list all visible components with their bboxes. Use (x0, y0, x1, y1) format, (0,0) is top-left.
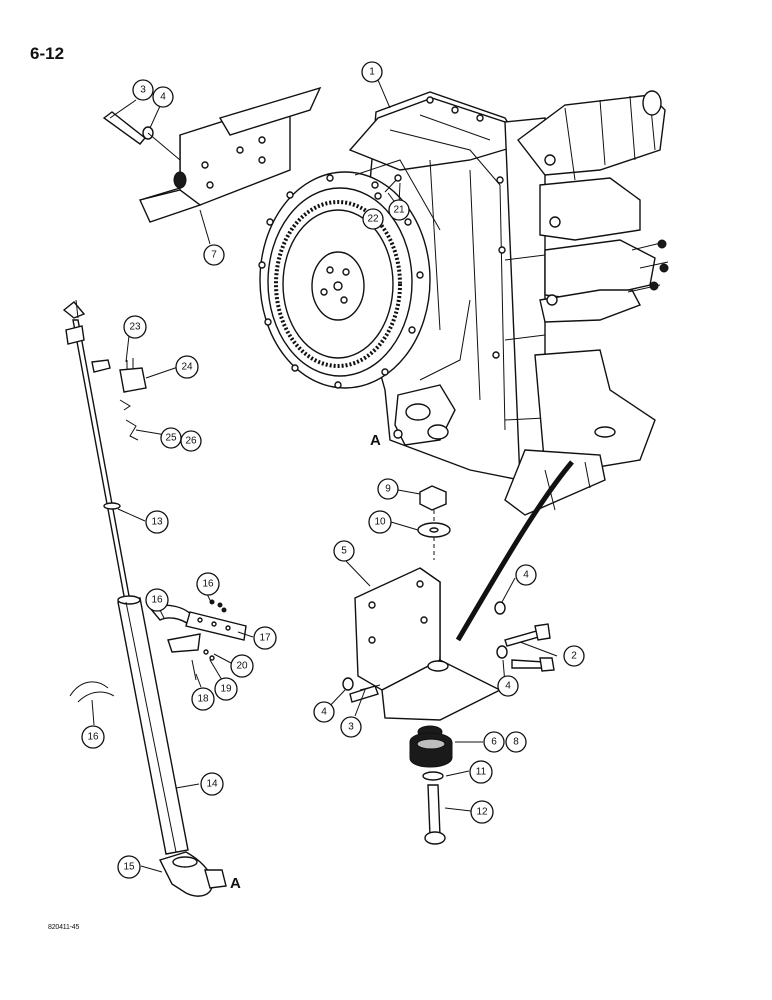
bracket-7-group (102, 86, 322, 223)
callout-4-top: 4 (152, 86, 174, 108)
svg-text:2: 2 (571, 651, 577, 662)
leader-lines (91, 79, 558, 873)
callout-3-bottom: 3 (340, 716, 362, 738)
svg-text:17: 17 (259, 633, 271, 644)
callout-16-left: 16 (81, 725, 105, 749)
callout-24: 24 (175, 355, 199, 379)
svg-text:11: 11 (476, 767, 487, 778)
svg-text:15: 15 (123, 862, 135, 873)
callout-4-right-lower: 4 (497, 675, 519, 697)
callout-9: 9 (377, 478, 399, 500)
svg-text:16: 16 (87, 732, 99, 743)
callout-11: 11 (469, 760, 493, 784)
callout-15: 15 (117, 855, 141, 879)
transmission-assembly (258, 90, 669, 516)
callout-17: 17 (253, 626, 277, 650)
svg-text:6: 6 (491, 737, 497, 748)
callout-21: 21 (388, 199, 410, 221)
callout-1: 1 (361, 61, 383, 83)
callout-20: 20 (230, 654, 254, 678)
svg-text:24: 24 (181, 362, 193, 373)
callout-26: 26 (180, 430, 202, 452)
svg-text:5: 5 (341, 546, 347, 557)
callout-14: 14 (200, 772, 224, 796)
svg-text:16: 16 (202, 579, 214, 590)
svg-text:10: 10 (374, 517, 386, 528)
reference-letter-a-lower: A (230, 875, 241, 892)
svg-text:19: 19 (220, 684, 232, 695)
svg-text:7: 7 (211, 250, 217, 261)
callout-23: 23 (123, 315, 147, 339)
bracket-5-group (342, 485, 555, 845)
callout-5: 5 (333, 540, 355, 562)
callout-3-top: 3 (132, 79, 154, 101)
svg-text:25: 25 (165, 433, 177, 444)
svg-text:9: 9 (385, 484, 391, 495)
callout-4-right-upper: 4 (515, 564, 537, 586)
callout-12: 12 (470, 800, 494, 824)
callout-8: 8 (505, 731, 527, 753)
callout-16-top: 16 (196, 572, 220, 596)
svg-text:4: 4 (505, 681, 511, 692)
callout-6: 6 (483, 731, 505, 753)
reference-letter-a-upper: A (370, 432, 381, 449)
callout-13: 13 (145, 510, 169, 534)
svg-text:3: 3 (140, 85, 146, 96)
svg-text:26: 26 (185, 436, 197, 447)
svg-text:21: 21 (393, 205, 405, 216)
svg-text:23: 23 (129, 322, 141, 333)
callout-22: 22 (362, 208, 384, 230)
callout-4-bottom-left: 4 (313, 701, 335, 723)
svg-text:3: 3 (348, 722, 354, 733)
svg-text:13: 13 (151, 517, 163, 528)
callout-19: 19 (214, 677, 238, 701)
svg-text:4: 4 (160, 92, 166, 103)
svg-text:16: 16 (151, 595, 163, 606)
page-number: 6-12 (30, 44, 65, 63)
callout-2: 2 (563, 645, 585, 667)
svg-text:22: 22 (367, 214, 379, 225)
linkage-rods (62, 299, 247, 897)
svg-text:18: 18 (197, 694, 209, 705)
svg-text:1: 1 (369, 67, 375, 78)
callout-18: 18 (191, 687, 215, 711)
svg-text:20: 20 (236, 661, 248, 672)
figure-code: 820411-45 (48, 924, 80, 931)
svg-text:14: 14 (206, 779, 218, 790)
callout-16-middle: 16 (145, 588, 169, 612)
callout-7: 7 (203, 244, 225, 266)
svg-text:12: 12 (476, 807, 488, 818)
svg-text:4: 4 (321, 707, 327, 718)
callout-10: 10 (368, 510, 392, 534)
svg-text:8: 8 (513, 737, 519, 748)
svg-text:4: 4 (523, 570, 529, 581)
callout-25: 25 (160, 427, 182, 449)
